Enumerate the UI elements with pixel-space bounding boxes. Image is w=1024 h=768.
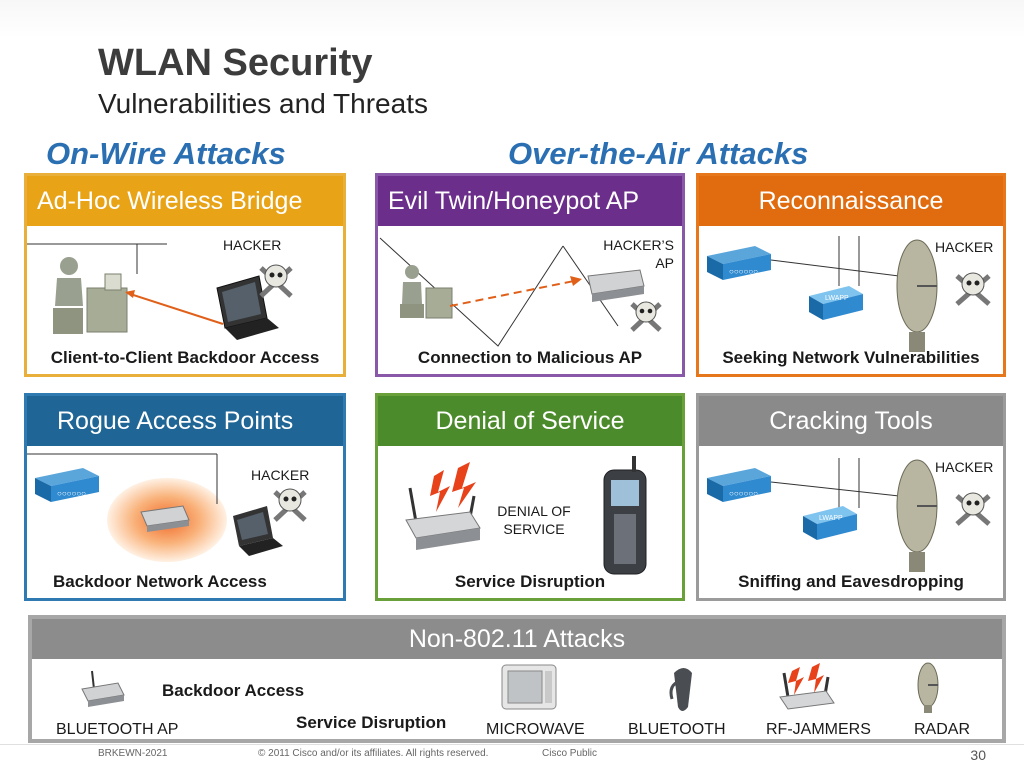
panel-rogue-ap: Rogue Access Points HACKER ○○○○○○ xyxy=(24,393,346,601)
hacker-ap-label: HACKER’S AP xyxy=(584,236,674,272)
ip-phone-icon xyxy=(603,456,647,575)
panel-cracking-tools: Cracking Tools HACKER ○○○○○○ LWAPP xyxy=(696,393,1006,601)
bluetooth-ap-icon xyxy=(81,670,125,707)
hacker-label: HACKER xyxy=(223,237,282,253)
user-workstation-icon xyxy=(53,257,128,334)
skull-crossbones-icon xyxy=(955,272,991,306)
non80211-devices xyxy=(81,662,939,713)
panel-title: Reconnaissance xyxy=(699,176,1003,226)
microwave-icon xyxy=(501,664,557,710)
device-label-bluetooth: BLUETOOTH xyxy=(628,721,726,738)
dos-label: DENIAL OF SERVICE xyxy=(484,502,584,538)
access-point-icon xyxy=(140,505,190,532)
page-number: 30 xyxy=(970,747,986,763)
footer-classification: Cisco Public xyxy=(542,748,598,759)
backdoor-access-label: Backdoor Access xyxy=(162,681,305,700)
slide-top-band xyxy=(0,0,1024,38)
service-disruption-label: Service Disruption xyxy=(296,713,447,732)
skull-crossbones-icon xyxy=(955,492,991,526)
panel-title: Evil Twin/Honeypot AP xyxy=(378,176,682,226)
rogue-ap-diagram: ○○○○○○ xyxy=(27,453,307,562)
panel-title: Ad-Hoc Wireless Bridge xyxy=(27,176,343,226)
panel-adhoc-bridge: Ad-Hoc Wireless Bridge HACKER xyxy=(24,173,346,377)
panel-caption: Seeking Network Vulnerabilities xyxy=(722,348,980,367)
svg-text:○○○○○○: ○○○○○○ xyxy=(729,489,758,498)
svg-text:○○○○○○: ○○○○○○ xyxy=(729,267,758,276)
slide-subtitle: Vulnerabilities and Threats xyxy=(98,88,428,119)
skull-crossbones-icon xyxy=(273,488,307,522)
laptop-icon xyxy=(216,275,279,340)
panel-title: Non-802.11 Attacks xyxy=(32,619,1002,659)
recon-diagram: ○○○○○○ LWAPP xyxy=(707,236,991,352)
lwapp-tag: LWAPP xyxy=(825,295,849,302)
slide-title: WLAN Security xyxy=(98,42,373,84)
skull-crossbones-icon xyxy=(259,264,293,298)
lwapp-access-point-icon: LWAPP xyxy=(809,286,863,320)
laptop-icon xyxy=(233,506,283,556)
user-workstation-icon xyxy=(400,265,453,319)
footer-session-code: BRKEWN-2021 xyxy=(98,748,168,759)
lwapp-access-point-icon: LWAPP xyxy=(803,506,857,540)
device-label-bluetooth-ap: BLUETOOTH AP xyxy=(56,721,179,738)
network-switch-icon: ○○○○○○ xyxy=(707,468,771,502)
panel-title: Cracking Tools xyxy=(699,396,1003,446)
hacker-label: HACKER xyxy=(935,239,994,255)
hacker-label: HACKER xyxy=(935,459,994,475)
radar-antenna-icon xyxy=(917,662,939,713)
lwapp-tag: LWAPP xyxy=(819,515,843,522)
skull-crossbones-icon xyxy=(630,301,662,332)
bluetooth-headset-icon xyxy=(669,668,692,711)
panel-non-80211: Non-802.11 Attacks Backdoor Ac xyxy=(28,615,1006,743)
section-over-air: Over-the-Air Attacks xyxy=(508,136,809,171)
panel-reconnaissance: Reconnaissance HACKER ○○○○○○ LWAPP xyxy=(696,173,1006,377)
dos-label-line1: DENIAL OF xyxy=(497,503,571,519)
device-label-microwave: MICROWAVE xyxy=(486,721,585,738)
network-switch-icon: ○○○○○○ xyxy=(707,246,771,280)
panel-caption: Connection to Malicious AP xyxy=(417,348,643,367)
footer-copyright: © 2011 Cisco and/or its affiliates. All … xyxy=(258,748,489,759)
svg-text:○○○○○○: ○○○○○○ xyxy=(57,489,86,498)
dos-diagram xyxy=(405,456,647,575)
panel-title: Denial of Service xyxy=(378,396,682,446)
panel-denial-of-service: Denial of Service DENIAL OF SERVICE Serv… xyxy=(375,393,685,601)
device-label-rf-jammers: RF-JAMMERS xyxy=(766,721,871,738)
rf-jammer-ap-icon xyxy=(405,487,481,550)
panel-caption: Client-to-Client Backdoor Access xyxy=(50,348,320,367)
access-point-icon xyxy=(587,269,645,302)
cracking-diagram: ○○○○○○ LWAPP xyxy=(707,458,991,572)
evil-twin-diagram xyxy=(379,237,662,347)
section-on-wire: On-Wire Attacks xyxy=(46,136,286,171)
rf-jammer-icon xyxy=(779,663,835,710)
dos-label-line2: SERVICE xyxy=(503,521,565,537)
panel-evil-twin: Evil Twin/Honeypot AP HACKER’S AP Connec… xyxy=(375,173,685,377)
directional-antenna-icon xyxy=(896,239,938,352)
footer-divider xyxy=(0,744,1024,745)
device-label-radar: RADAR xyxy=(914,721,971,738)
directional-antenna-icon xyxy=(896,459,938,572)
panel-caption: Backdoor Network Access xyxy=(53,572,267,591)
panel-caption: Sniffing and Eavesdropping xyxy=(738,572,964,591)
hacker-label: HACKER xyxy=(251,467,310,483)
panel-caption: Service Disruption xyxy=(454,572,606,591)
lightning-bolt-icon xyxy=(430,462,476,512)
adhoc-diagram xyxy=(27,243,293,340)
hacker-ap-label-line1: HACKER’S xyxy=(603,237,674,253)
panel-title: Rogue Access Points xyxy=(27,396,343,446)
hacker-ap-label-line2: AP xyxy=(655,255,674,271)
network-switch-icon: ○○○○○○ xyxy=(35,468,99,502)
